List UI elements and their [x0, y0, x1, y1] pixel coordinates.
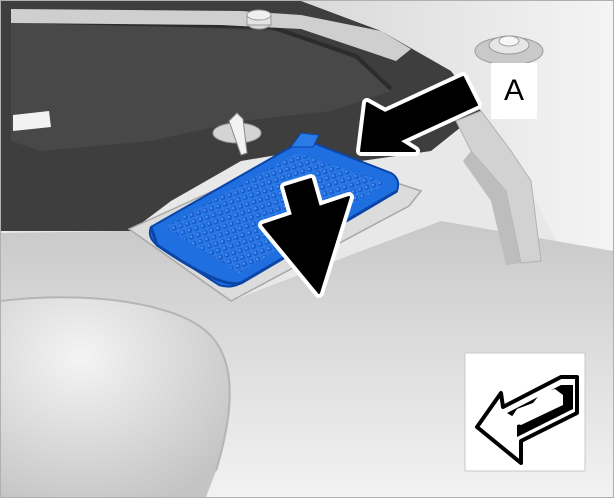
arrow-left-icon — [356, 72, 482, 156]
car-front-direction-icon — [464, 352, 586, 472]
arrow-down-icon — [258, 174, 354, 298]
cabin-filter — [148, 132, 400, 288]
filter-tab — [290, 132, 320, 148]
top-trim — [11, 9, 411, 61]
top-clip-icon — [246, 9, 272, 30]
lower-recess — [1, 297, 230, 497]
dark-panel-inner — [11, 21, 391, 151]
filter-edge — [149, 189, 398, 286]
right-bracket-face — [463, 151, 521, 265]
recess-edge — [1, 296, 231, 472]
filter-media — [165, 153, 387, 273]
callout-label-a: A — [491, 63, 537, 119]
left-tab — [13, 111, 51, 131]
retaining-clip-icon — [212, 112, 262, 156]
